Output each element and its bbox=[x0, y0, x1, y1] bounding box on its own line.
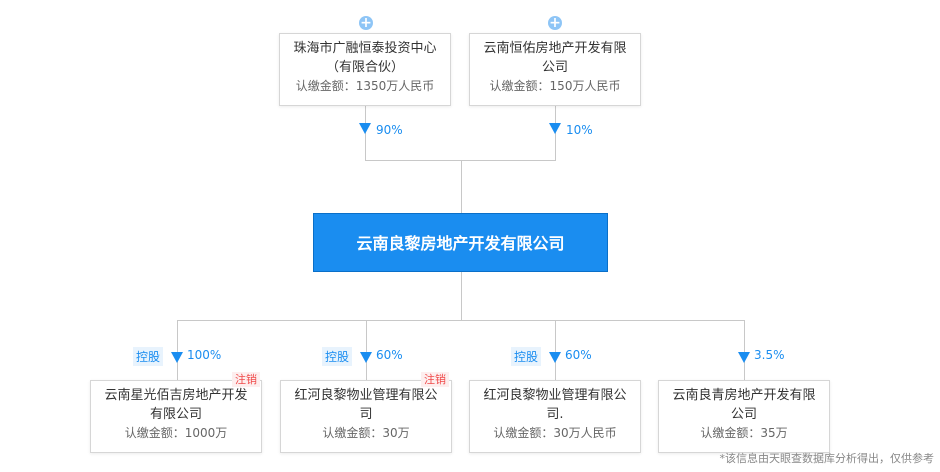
shareholder-name: 公司 bbox=[541, 60, 568, 75]
connector bbox=[177, 320, 178, 380]
investment-node[interactable]: 云南良青房地产开发有限 公司 认缴金额：35万 bbox=[658, 380, 830, 453]
holding-tag: 控股 bbox=[133, 347, 164, 366]
shareholder-node[interactable]: 云南恒佑房地产开发有限 公司 认缴金额：150万人民币 bbox=[469, 33, 641, 106]
subscribed-amount: 认缴金额：150万人民币 bbox=[489, 79, 621, 93]
arrow-down-icon bbox=[360, 352, 372, 363]
expand-plus-icon[interactable]: + bbox=[548, 15, 562, 31]
cancelled-badge: 注销 bbox=[421, 372, 449, 387]
subscribed-amount: 认缴金额：30万人民币 bbox=[493, 426, 617, 440]
company-name: 司 bbox=[359, 407, 373, 422]
company-name: 司. bbox=[546, 407, 564, 422]
subscribed-amount: 认缴金额：35万 bbox=[700, 426, 788, 440]
company-name: 云南良青房地产开发有限 bbox=[672, 388, 816, 403]
arrow-down-icon bbox=[171, 352, 183, 363]
shareholder-name: （有限合伙） bbox=[325, 60, 404, 75]
footnote: *该信息由天眼查数据库分析得出，仅供参考 bbox=[719, 452, 935, 465]
cancelled-badge: 注销 bbox=[232, 372, 260, 387]
company-name: 公司 bbox=[730, 407, 757, 422]
holding-tag: 控股 bbox=[511, 347, 542, 366]
company-name: 云南星光佰吉房地产开发 bbox=[104, 388, 248, 403]
connector bbox=[461, 272, 462, 320]
subscribed-amount: 认缴金额：1000万 bbox=[124, 426, 228, 440]
holding-tag: 控股 bbox=[322, 347, 353, 366]
arrow-down-icon bbox=[359, 123, 371, 134]
shareholder-name: 云南恒佑房地产开发有限 bbox=[483, 41, 627, 56]
share-percent: 60% bbox=[565, 348, 592, 362]
arrow-down-icon bbox=[549, 352, 561, 363]
share-percent: 60% bbox=[376, 348, 403, 362]
investment-node[interactable]: 红河良黎物业管理有限公 司 认缴金额：30万 bbox=[280, 380, 452, 453]
connector bbox=[555, 320, 556, 380]
arrow-down-icon bbox=[549, 123, 561, 134]
connector bbox=[744, 320, 745, 380]
subscribed-amount: 认缴金额：30万 bbox=[322, 426, 410, 440]
connector bbox=[365, 160, 556, 161]
shareholder-node[interactable]: 珠海市广融恒泰投资中心 （有限合伙） 认缴金额：1350万人民币 bbox=[279, 33, 451, 106]
investment-node[interactable]: 云南星光佰吉房地产开发 有限公司 认缴金额：1000万 bbox=[90, 380, 262, 453]
expand-plus-icon[interactable]: + bbox=[359, 15, 373, 31]
company-name: 有限公司 bbox=[149, 407, 202, 422]
share-percent: 100% bbox=[187, 348, 222, 362]
company-name: 红河良黎物业管理有限公 bbox=[294, 388, 438, 403]
connector bbox=[461, 160, 462, 213]
company-node[interactable]: 云南良黎房地产开发有限公司 bbox=[313, 213, 608, 272]
arrow-down-icon bbox=[738, 352, 750, 363]
company-name: 红河良黎物业管理有限公 bbox=[483, 388, 627, 403]
shareholder-name: 珠海市广融恒泰投资中心 bbox=[293, 41, 437, 56]
subscribed-amount: 认缴金额：1350万人民币 bbox=[295, 79, 435, 93]
investment-node[interactable]: 红河良黎物业管理有限公 司. 认缴金额：30万人民币 bbox=[469, 380, 641, 453]
share-percent: 3.5% bbox=[754, 348, 785, 362]
connector bbox=[177, 320, 745, 321]
share-percent: 90% bbox=[376, 123, 403, 137]
connector bbox=[366, 320, 367, 380]
share-percent: 10% bbox=[566, 123, 593, 137]
